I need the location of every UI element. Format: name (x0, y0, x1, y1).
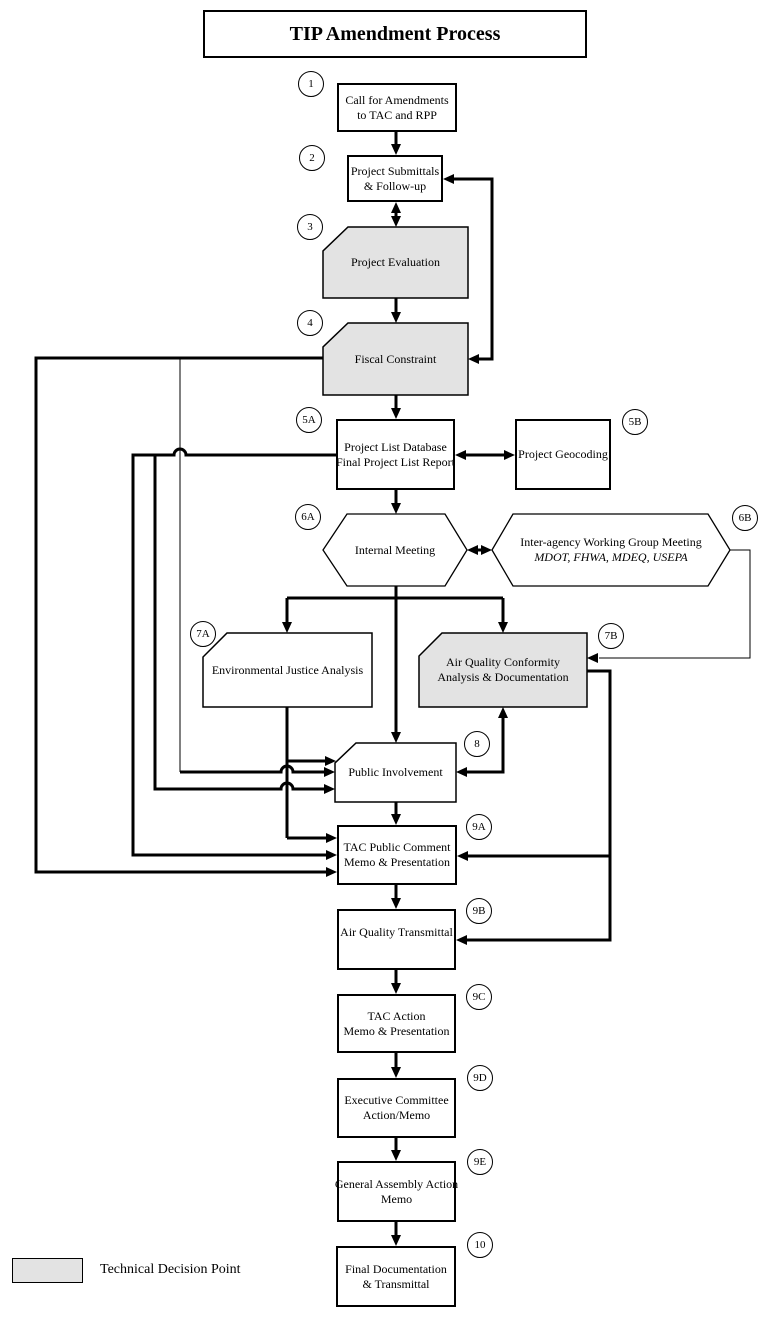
label-line: Memo & Presentation (343, 1023, 450, 1038)
node-project-submittals: Project Submittals & Follow-up (347, 155, 443, 202)
label-line: Project Geocoding (518, 447, 608, 461)
step-badge-5a: 5A (296, 407, 322, 433)
shape-project-evaluation (322, 226, 469, 299)
legend-shaded-swatch (12, 1258, 83, 1283)
shape-internal-meeting-hexagon (322, 513, 468, 587)
step-badge-3: 3 (297, 214, 323, 240)
node-environmental-justice-analysis: Environmental Justice Analysis (203, 633, 372, 707)
legend-label: Technical Decision Point (100, 1262, 241, 1277)
shape-interagency-meeting-hexagon (491, 513, 731, 587)
label-line: Analysis & Documentation (437, 670, 569, 684)
step-badge-7a: 7A (190, 621, 216, 647)
step-badge-4: 4 (297, 310, 323, 336)
label-line: Air Quality Transmittal (340, 925, 453, 939)
step-badge-9a: 9A (466, 814, 492, 840)
node-final-documentation: Final Documentation & Transmittal (336, 1246, 456, 1307)
label-line: Executive Committee (344, 1093, 449, 1107)
node-call-for-amendments: Call for Amendments to TAC and RPP (337, 83, 457, 132)
shape-fiscal-constraint (322, 322, 469, 396)
label-line: Project Evaluation (351, 255, 440, 269)
label-line: MDOT, FHWA, MDEQ, USEPA (534, 550, 688, 564)
node-tac-public-comment: TAC Public Comment Memo & Presentation (337, 825, 457, 885)
label-line: Internal Meeting (354, 542, 436, 557)
node-air-quality-transmittal: Air Quality Transmittal (337, 909, 456, 970)
shape-public-involvement (334, 742, 457, 803)
step-badge-5b: 5B (622, 409, 648, 435)
label-line: & Transmittal (362, 1276, 430, 1291)
node-project-list-database: Project List Database Final Project List… (336, 419, 455, 490)
label-line: Project Submittals (350, 163, 440, 178)
label-line: Project List Database (344, 439, 447, 454)
step-badge-10: 10 (467, 1232, 493, 1258)
label-line: Air Quality Conformity (446, 655, 560, 669)
step-badge-8: 8 (464, 731, 490, 757)
label-line: Final Documentation (345, 1261, 447, 1276)
label-line: to TAC and RPP (357, 107, 437, 122)
label-line: Inter-agency Working Group Meeting (520, 535, 702, 549)
label-line: TAC Public Comment (343, 840, 451, 854)
node-fiscal-constraint: Fiscal Constraint (323, 323, 468, 395)
label-line: & Follow-up (363, 178, 427, 193)
step-badge-6a: 6A (295, 504, 321, 530)
label-line: Memo & Presentation (344, 855, 450, 869)
step-badge-1: 1 (298, 71, 324, 97)
node-executive-committee-action: Executive Committee Action/Memo (337, 1078, 456, 1138)
node-interagency-working-group-meeting: Inter-agency Working Group Meeting MDOT,… (492, 514, 730, 586)
step-badge-9d: 9D (467, 1065, 493, 1091)
shape-environmental-justice (202, 632, 373, 708)
label-line: Public Involvement (348, 765, 443, 779)
diagram-title: TIP Amendment Process (203, 10, 587, 58)
label-line: Action/Memo (362, 1108, 431, 1122)
label-line: Call for Amendments (345, 92, 449, 107)
label-line: Memo (380, 1191, 413, 1206)
node-project-geocoding: Project Geocoding (515, 419, 611, 490)
label-line: General Assembly Action (334, 1176, 459, 1191)
label-line: Fiscal Constraint (354, 351, 437, 366)
node-general-assembly-action: General Assembly Action Memo (334, 1161, 459, 1222)
node-tac-action: TAC Action Memo & Presentation (337, 994, 456, 1053)
label-line: Final Project List Report (336, 454, 455, 469)
step-badge-7b: 7B (598, 623, 624, 649)
node-public-involvement: Public Involvement (335, 743, 456, 802)
step-badge-9c: 9C (466, 984, 492, 1010)
node-internal-meeting: Internal Meeting (323, 514, 467, 586)
step-badge-6b: 6B (732, 505, 758, 531)
shape-air-quality-conformity (418, 632, 588, 708)
step-badge-2: 2 (299, 145, 325, 171)
node-project-evaluation: Project Evaluation (323, 227, 468, 298)
node-air-quality-conformity: Air Quality Conformity Analysis & Docume… (419, 633, 587, 707)
label-line: TAC Action (367, 1008, 426, 1023)
label-line: Environmental Justice Analysis (211, 662, 364, 677)
step-badge-9e: 9E (467, 1149, 493, 1175)
step-badge-9b: 9B (466, 898, 492, 924)
